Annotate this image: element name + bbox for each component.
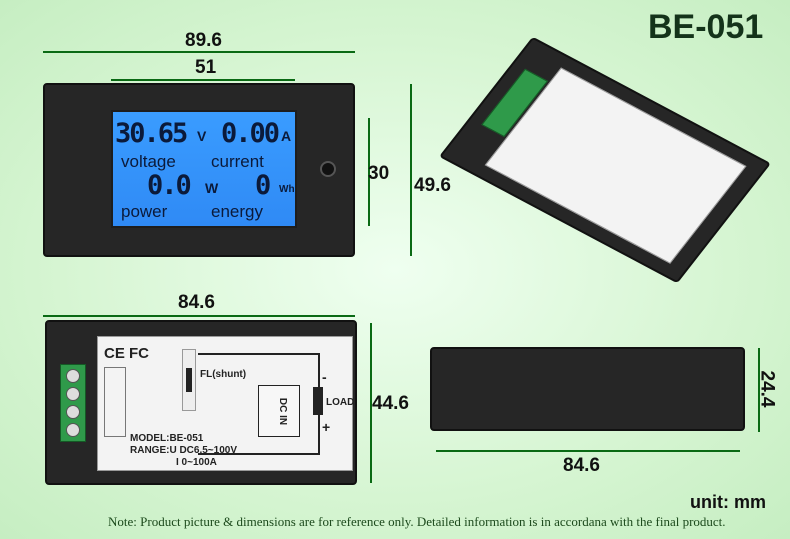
range-current: I 0~100A: [176, 457, 217, 468]
voltage-label: voltage: [121, 152, 176, 171]
dim-line-back-width: [43, 315, 355, 317]
dim-side-height: 24.4: [756, 370, 778, 408]
dim-line-lcd-height: [368, 118, 370, 226]
dim-front-width: 89.6: [185, 30, 222, 51]
dim-back-height: 44.6: [372, 393, 409, 414]
terminal-block: [60, 364, 86, 442]
dim-line-front-height: [410, 84, 412, 256]
back-label: CE FC FL(shunt) LOAD - + DC IN MODEL:BE-…: [97, 336, 355, 471]
power-unit: W: [205, 180, 219, 196]
model-label: MODEL:BE-051: [130, 433, 204, 444]
side-device: [430, 347, 745, 431]
dim-line-lcd-width: [111, 79, 295, 81]
load-label: LOAD: [326, 397, 355, 408]
energy-unit: Wh: [279, 184, 295, 195]
dim-back-width: 84.6: [178, 292, 215, 313]
dim-front-height: 49.6: [414, 175, 451, 196]
range-voltage: RANGE:U DC6.5~100V: [130, 445, 237, 456]
dc-in-box: DC IN: [258, 385, 300, 437]
dim-lcd-width: 51: [195, 57, 217, 78]
current-unit: A: [281, 128, 292, 144]
power-label: power: [121, 202, 168, 221]
dim-side-width: 84.6: [563, 455, 600, 476]
dim-line-side-width: [436, 450, 740, 452]
dim-line-front-width: [43, 51, 355, 53]
voltage-value: 30.65: [115, 118, 188, 149]
back-device: CE FC FL(shunt) LOAD - + DC IN MODEL:BE-…: [45, 320, 357, 485]
shunt-icon: [182, 349, 196, 411]
footnote: Note: Product picture & dimensions are f…: [108, 514, 726, 529]
power-value: 0.0: [147, 170, 192, 201]
front-device: 30.65 V 0.00 A voltage current 0.0 W 0 W…: [43, 83, 355, 257]
dim-line-back-height: [370, 323, 372, 483]
load-plus: +: [322, 419, 331, 435]
energy-value: 0: [255, 170, 271, 201]
dim-lcd-height: 30: [368, 163, 390, 184]
cert-marks: CE FC: [104, 345, 149, 362]
load-icon: [313, 387, 323, 415]
unit-note: unit: mm: [690, 492, 766, 512]
voltage-unit: V: [197, 128, 207, 144]
energy-label: energy: [211, 202, 263, 221]
shunt-label: FL(shunt): [200, 369, 247, 380]
lcd-screen: 30.65 V 0.00 A voltage current 0.0 W 0 W…: [111, 110, 297, 228]
dim-line-side-height: [758, 348, 760, 432]
current-label: current: [211, 152, 264, 171]
product-title: BE-051: [648, 8, 764, 46]
current-value: 0.00: [221, 118, 280, 149]
mode-button[interactable]: [320, 161, 336, 177]
angled-device: [438, 36, 772, 284]
terminal-diagram: [104, 367, 126, 437]
load-minus: -: [322, 369, 327, 385]
dc-in-label: DC IN: [277, 397, 289, 426]
